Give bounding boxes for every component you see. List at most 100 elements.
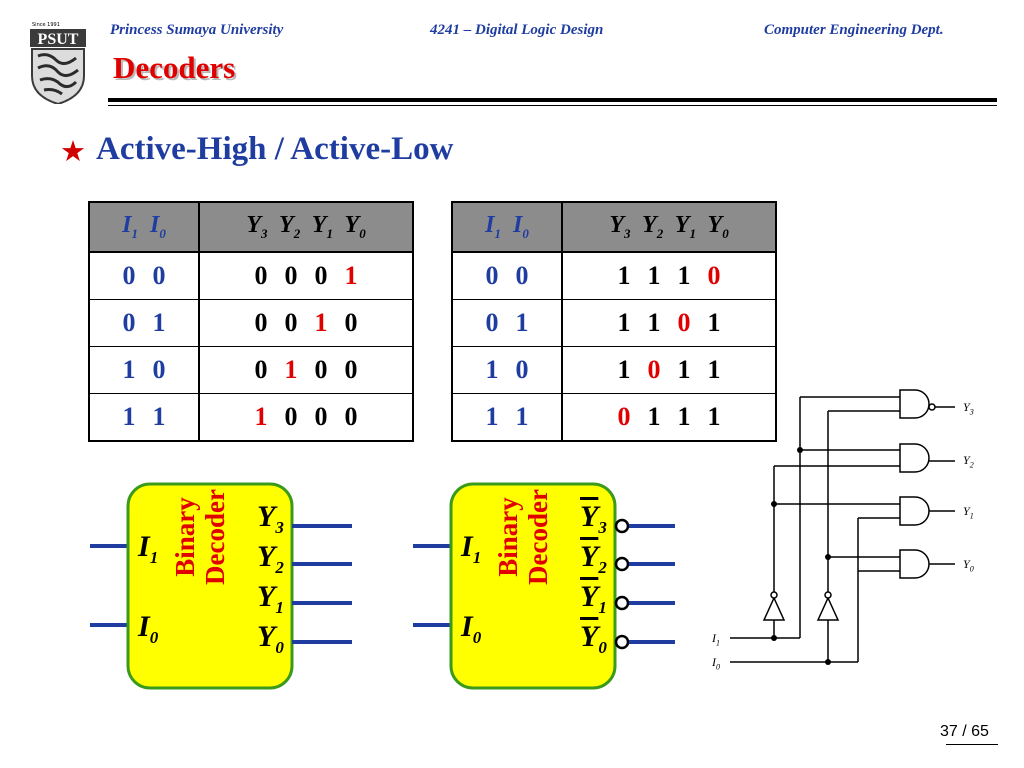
pin-y1: Y1 [257,580,284,617]
gate-schematic [730,389,955,665]
pin-y3-bar: Y3 [580,500,607,537]
schematic-label-i1: I1 [712,631,720,648]
output-bit: 0 [314,355,328,384]
output-bit: 0 [284,261,298,290]
pin-y2: Y2 [257,540,284,577]
input-bit: 1 [122,355,136,384]
decoder-label-line1: Binary [493,497,523,577]
inversion-bubble [614,556,630,572]
output-bit: 1 [647,308,661,337]
and-gate-y3 [899,389,930,419]
decoder-label-line1: Binary [170,497,200,577]
output-bit: 1 [677,355,691,384]
pin-i0: I0 [138,610,159,647]
output-bit: 1 [707,308,721,337]
output-bit: 0 [254,261,268,290]
output-bit-active: 0 [677,308,691,337]
header-rule-thin [108,105,997,106]
output-bit: 0 [314,402,328,431]
header-department: Computer Engineering Dept. [764,22,944,38]
input-bit: 1 [152,308,166,337]
header-university: Princess Sumaya University [110,22,284,38]
decoder-box [126,482,294,690]
input-bit: 1 [515,308,529,337]
pin-i0: I0 [461,610,482,647]
schematic-label-y1: Y1 [963,504,974,521]
output-bit: 1 [647,402,661,431]
table-header-inputs: I1 I0 [88,201,200,253]
pin-y0-bar: Y0 [580,620,607,657]
decoder-label-low: Binary Decoder [493,482,583,592]
pin-y1-bar: Y1 [580,580,607,617]
input-bit: 0 [515,355,529,384]
output-bit-active: 0 [617,402,631,431]
decoder-label-line2: Decoder [200,489,230,585]
output-bit-active: 1 [314,308,328,337]
decoder-block-active-high [90,482,352,690]
output-bit-active: 1 [344,261,358,290]
output-bit-active: 0 [707,261,721,290]
output-bit: 1 [617,261,631,290]
output-bit: 0 [314,261,328,290]
table-header-outputs: Y3 Y2 Y1 Y0 [561,201,777,253]
output-bit: 1 [617,308,631,337]
decoder-box [449,482,617,690]
schematic-label-y0: Y0 [963,557,974,574]
pin-i1: I1 [138,530,159,567]
star-bullet-icon: ★ [60,134,86,168]
output-bit: 0 [344,308,358,337]
input-bit: 0 [122,261,136,290]
inverter-i0 [816,596,840,621]
input-bit: 0 [152,261,166,290]
inversion-bubble [614,595,630,611]
inverter-i1 [762,596,786,621]
output-bit: 0 [344,355,358,384]
output-bit: 1 [677,261,691,290]
and-gate-y0 [899,549,930,579]
pin-y3: Y3 [257,500,284,537]
schematic-label-i0: I0 [712,655,720,672]
header-course: 4241 – Digital Logic Design [430,22,604,38]
output-bit: 0 [284,402,298,431]
schematic-label-y2: Y2 [963,453,974,470]
page-number: 37 / 65 [940,723,989,740]
input-bit: 1 [122,402,136,431]
and-gate-y2 [899,443,930,473]
output-bit-active: 1 [284,355,298,384]
decoder-block-active-low [413,482,675,690]
input-bit: 1 [485,355,499,384]
bullet-text: Active-High / Active-Low [96,131,454,167]
inversion-bubble [614,634,630,650]
output-bit: 0 [254,355,268,384]
slide-title: Decoders [113,50,236,85]
output-bit: 1 [707,402,721,431]
input-bit: 0 [122,308,136,337]
input-bit: 0 [515,261,529,290]
logo-since-text: Since 1991 [32,22,60,28]
header-rule-thick [108,98,997,102]
pin-y0: Y0 [257,620,284,657]
table-header-inputs: I1 I0 [451,201,563,253]
pin-i1: I1 [461,530,482,567]
